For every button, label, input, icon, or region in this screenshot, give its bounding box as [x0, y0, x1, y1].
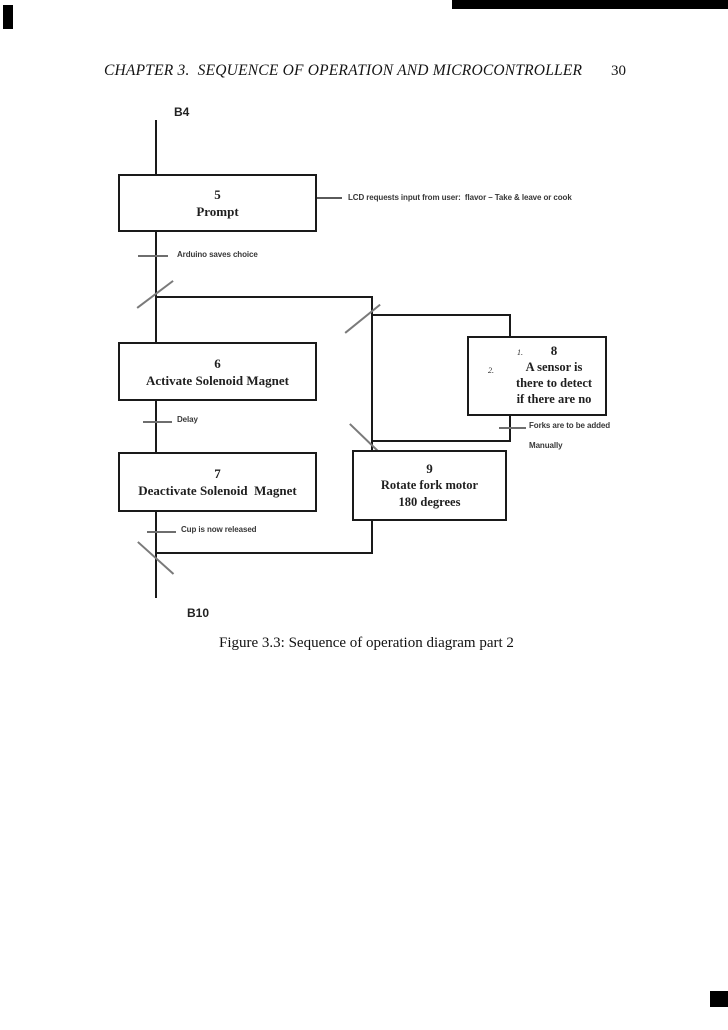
step-label: Deactivate Solenoid Magnet [138, 483, 297, 498]
step-box-7-deactivate-solenoid: 7 Deactivate Solenoid Magnet [118, 452, 317, 512]
annotation-cup: Cup is now released [181, 525, 257, 534]
tick-delay [143, 421, 172, 423]
box8-return-line [371, 440, 511, 442]
annotation-arduino: Arduino saves choice [177, 250, 258, 259]
branch-join-line [155, 552, 373, 554]
branch-label-b4: B4 [174, 105, 190, 119]
annotation-forks: Forks are to be added [529, 421, 611, 430]
figure-caption: Figure 3.3: Sequence of operation diagra… [219, 635, 514, 651]
step-number: 8 [550, 343, 558, 358]
branch-split-line [155, 296, 373, 298]
box9-exit-line [371, 517, 373, 554]
page-number: 30 [611, 63, 626, 79]
annotation-lcd: LCD requests input from user: flavor – T… [348, 193, 572, 202]
step-number: 5 [214, 187, 221, 202]
step-label-line2: 180 degrees [398, 494, 461, 509]
branch-slash-box9 [349, 423, 379, 452]
step-number: 7 [214, 466, 221, 481]
step-label: Prompt [196, 204, 239, 219]
step-number: 6 [214, 355, 221, 371]
branch-slash-top-right [344, 303, 381, 334]
step-label-line1: Rotate fork motor [380, 478, 479, 493]
scan-artifact-top-left [3, 5, 13, 29]
annotation-manually: Manually [529, 441, 563, 450]
tick-arduino [138, 255, 168, 257]
branch-to-box8-line [371, 314, 511, 316]
chapter-header: CHAPTER 3. SEQUENCE OF OPERATION AND MIC… [104, 62, 583, 79]
step-label-line2: there to detect [515, 376, 593, 390]
right-branch-vertical [371, 296, 373, 450]
step-label-line3: if there are no [516, 392, 592, 406]
lcd-connector-line [316, 197, 342, 199]
box8-entry-line [509, 314, 511, 336]
tick-cup [147, 531, 176, 533]
scan-artifact-top-right [452, 0, 728, 9]
flow-line-entry [155, 120, 157, 174]
annotation-delay: Delay [177, 415, 198, 424]
step-box-5-prompt: 5 Prompt [118, 174, 317, 232]
branch-label-b10: B10 [187, 606, 210, 620]
scan-artifact-bottom-right [710, 991, 728, 1007]
flow-line-6-to-7 [155, 397, 157, 452]
step-box-6-activate-solenoid: 6 Activate Solenoid Magnet [118, 342, 317, 401]
step-label-line1: A sensor is [525, 360, 583, 374]
step-box-8-sensor: 1. 2. 8 A sensor is there to detect if t… [467, 336, 607, 416]
box8-exit-line [509, 407, 511, 442]
list-number-2: 2. [488, 366, 494, 375]
flow-line-5-to-6 [155, 228, 157, 342]
tick-forks [499, 427, 526, 429]
step-number: 9 [426, 460, 433, 476]
list-number-1: 1. [517, 348, 523, 357]
step-box-9-rotate-fork: 9 Rotate fork motor 180 degrees [352, 450, 507, 521]
step-label: Activate Solenoid Magnet [146, 372, 289, 388]
